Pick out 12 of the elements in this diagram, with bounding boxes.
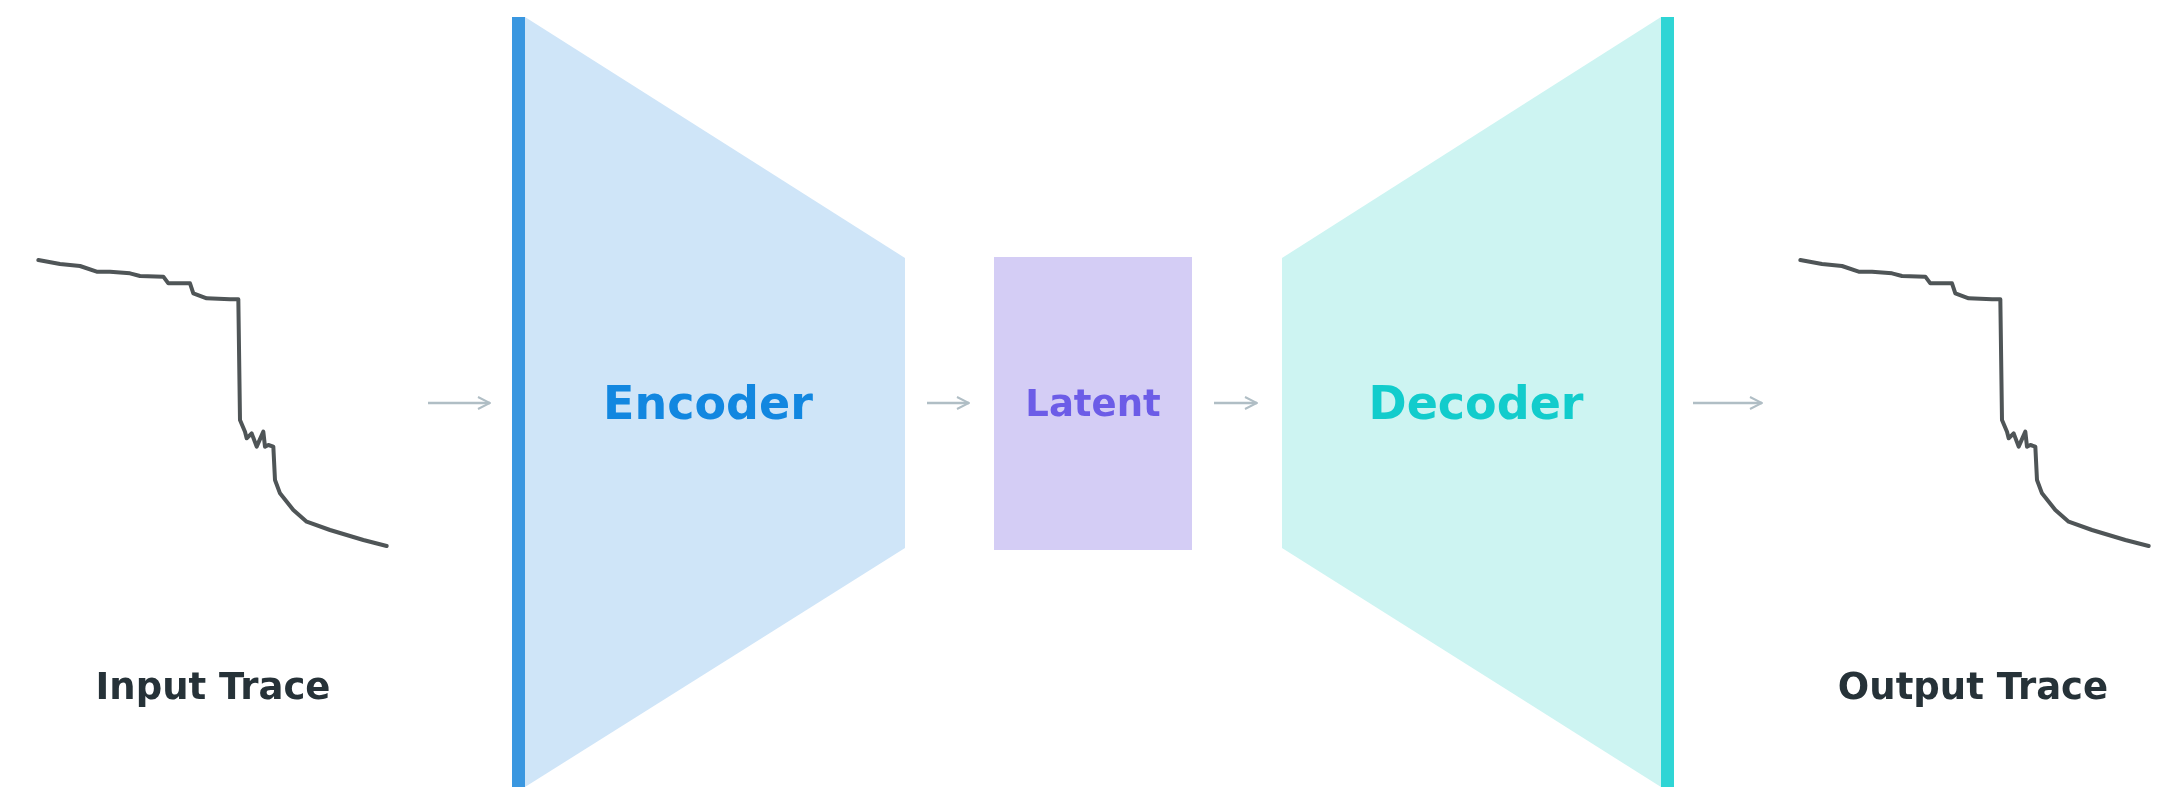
block-label: Decoder (1368, 376, 1584, 430)
block-label: Latent (1025, 381, 1161, 425)
trace-caption: Input Trace (95, 664, 331, 708)
arrow (1214, 396, 1258, 410)
arrow (1693, 396, 1763, 410)
arrow (927, 396, 970, 410)
latent-box (994, 257, 1192, 550)
arrow (428, 396, 491, 410)
encoder-trapezoid (512, 17, 905, 787)
decoder-trapezoid (1282, 17, 1674, 787)
block-label: Encoder (603, 376, 813, 430)
trace-caption: Output Trace (1837, 664, 2109, 708)
